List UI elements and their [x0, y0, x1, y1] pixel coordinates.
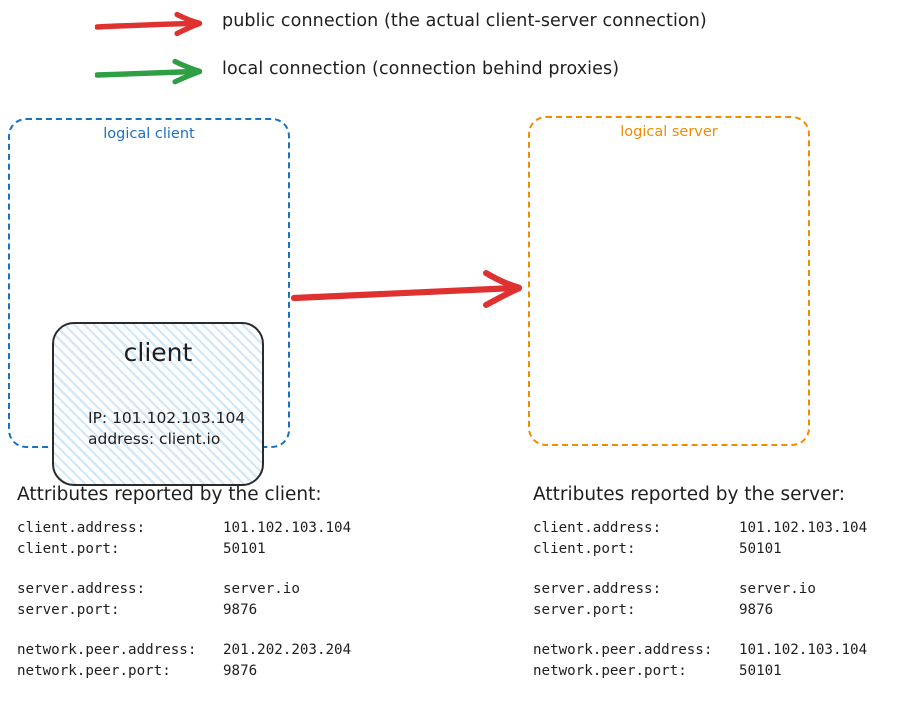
- attribute-value: server.io: [223, 581, 300, 597]
- logical-client-label: logical client: [103, 126, 195, 142]
- table-spacer: [533, 620, 867, 640]
- server-attributes-section: Attributes reported by the server: clien…: [533, 484, 867, 681]
- legend: public connection (the actual client-ser…: [0, 0, 900, 105]
- legend-item-local: local connection (connection behind prox…: [0, 56, 900, 96]
- table-spacer: [533, 559, 867, 579]
- client-attributes-table: client.address: 101.102.103.104 client.p…: [17, 518, 351, 681]
- attribute-key: client.address:: [17, 520, 146, 536]
- client-node-line: address: client.io: [88, 430, 221, 448]
- table-row: network.peer.address: 201.202.203.204: [17, 640, 351, 661]
- logical-client-group: logical client client IP: 101.102.103.10…: [8, 118, 290, 486]
- table-row: server.address: server.io: [533, 579, 867, 600]
- legend-item-public: public connection (the actual client-ser…: [0, 8, 900, 48]
- attribute-value: 101.102.103.104: [223, 520, 352, 536]
- attribute-key: network.peer.address:: [17, 642, 197, 658]
- attribute-value: 50101: [739, 662, 782, 679]
- attribute-key: server.address:: [533, 581, 662, 597]
- table-row: client.port: 50101: [533, 539, 867, 560]
- server-attributes-table: client.address: 101.102.103.104 client.p…: [533, 518, 867, 681]
- table-row: client.address: 101.102.103.104: [17, 518, 351, 539]
- legend-label-public: public connection (the actual client-ser…: [222, 11, 707, 31]
- attribute-value: 50101: [739, 540, 782, 557]
- red-right-arrow-icon: [94, 8, 210, 42]
- server-attributes-heading: Attributes reported by the server:: [533, 484, 845, 505]
- attribute-value: server.io: [739, 581, 816, 597]
- attribute-value: 101.102.103.104: [739, 520, 868, 536]
- attribute-value: 9876: [223, 662, 258, 679]
- client-node-title: client: [123, 338, 193, 367]
- legend-label-local: local connection (connection behind prox…: [222, 59, 620, 79]
- logical-server-label: logical server: [620, 124, 718, 140]
- attribute-key: server.port:: [533, 601, 636, 618]
- client-node-line: IP: 101.102.103.104: [88, 409, 246, 427]
- logical-server-group: logical server server IP: 201.202.203.20…: [528, 116, 810, 446]
- attribute-key: network.peer.port:: [17, 662, 171, 679]
- attribute-value: 101.102.103.104: [739, 642, 868, 658]
- attribute-value: 9876: [223, 601, 258, 618]
- green-right-arrow-icon: [94, 56, 210, 90]
- attribute-value: 201.202.203.204: [223, 642, 352, 658]
- table-row: network.peer.address: 101.102.103.104: [533, 640, 867, 661]
- attribute-key: network.peer.address:: [533, 642, 713, 658]
- attribute-key: server.address:: [17, 581, 146, 597]
- table-row: network.peer.port: 50101: [533, 661, 867, 682]
- attribute-value: 9876: [739, 601, 774, 618]
- table-row: client.port: 50101: [17, 539, 351, 560]
- table-row: server.port: 9876: [17, 600, 351, 621]
- table-row: client.address: 101.102.103.104: [533, 518, 867, 539]
- attribute-key: client.port:: [17, 540, 120, 557]
- client-node-details: IP: 101.102.103.104 address: client.io: [88, 408, 245, 450]
- table-row: server.port: 9876: [533, 600, 867, 621]
- attribute-key: client.port:: [533, 540, 636, 557]
- client-attributes-heading: Attributes reported by the client:: [17, 484, 322, 505]
- attribute-key: server.port:: [17, 601, 120, 618]
- table-row: network.peer.port: 9876: [17, 661, 351, 682]
- attribute-value: 50101: [223, 540, 266, 557]
- attribute-key: client.address:: [533, 520, 662, 536]
- attribute-key: network.peer.port:: [533, 662, 687, 679]
- client-attributes-section: Attributes reported by the client: clien…: [17, 484, 351, 681]
- public-connection-arrow: [290, 262, 530, 328]
- table-spacer: [17, 620, 351, 640]
- table-row: server.address: server.io: [17, 579, 351, 600]
- table-spacer: [17, 559, 351, 579]
- client-node: client IP: 101.102.103.104 address: clie…: [52, 322, 264, 486]
